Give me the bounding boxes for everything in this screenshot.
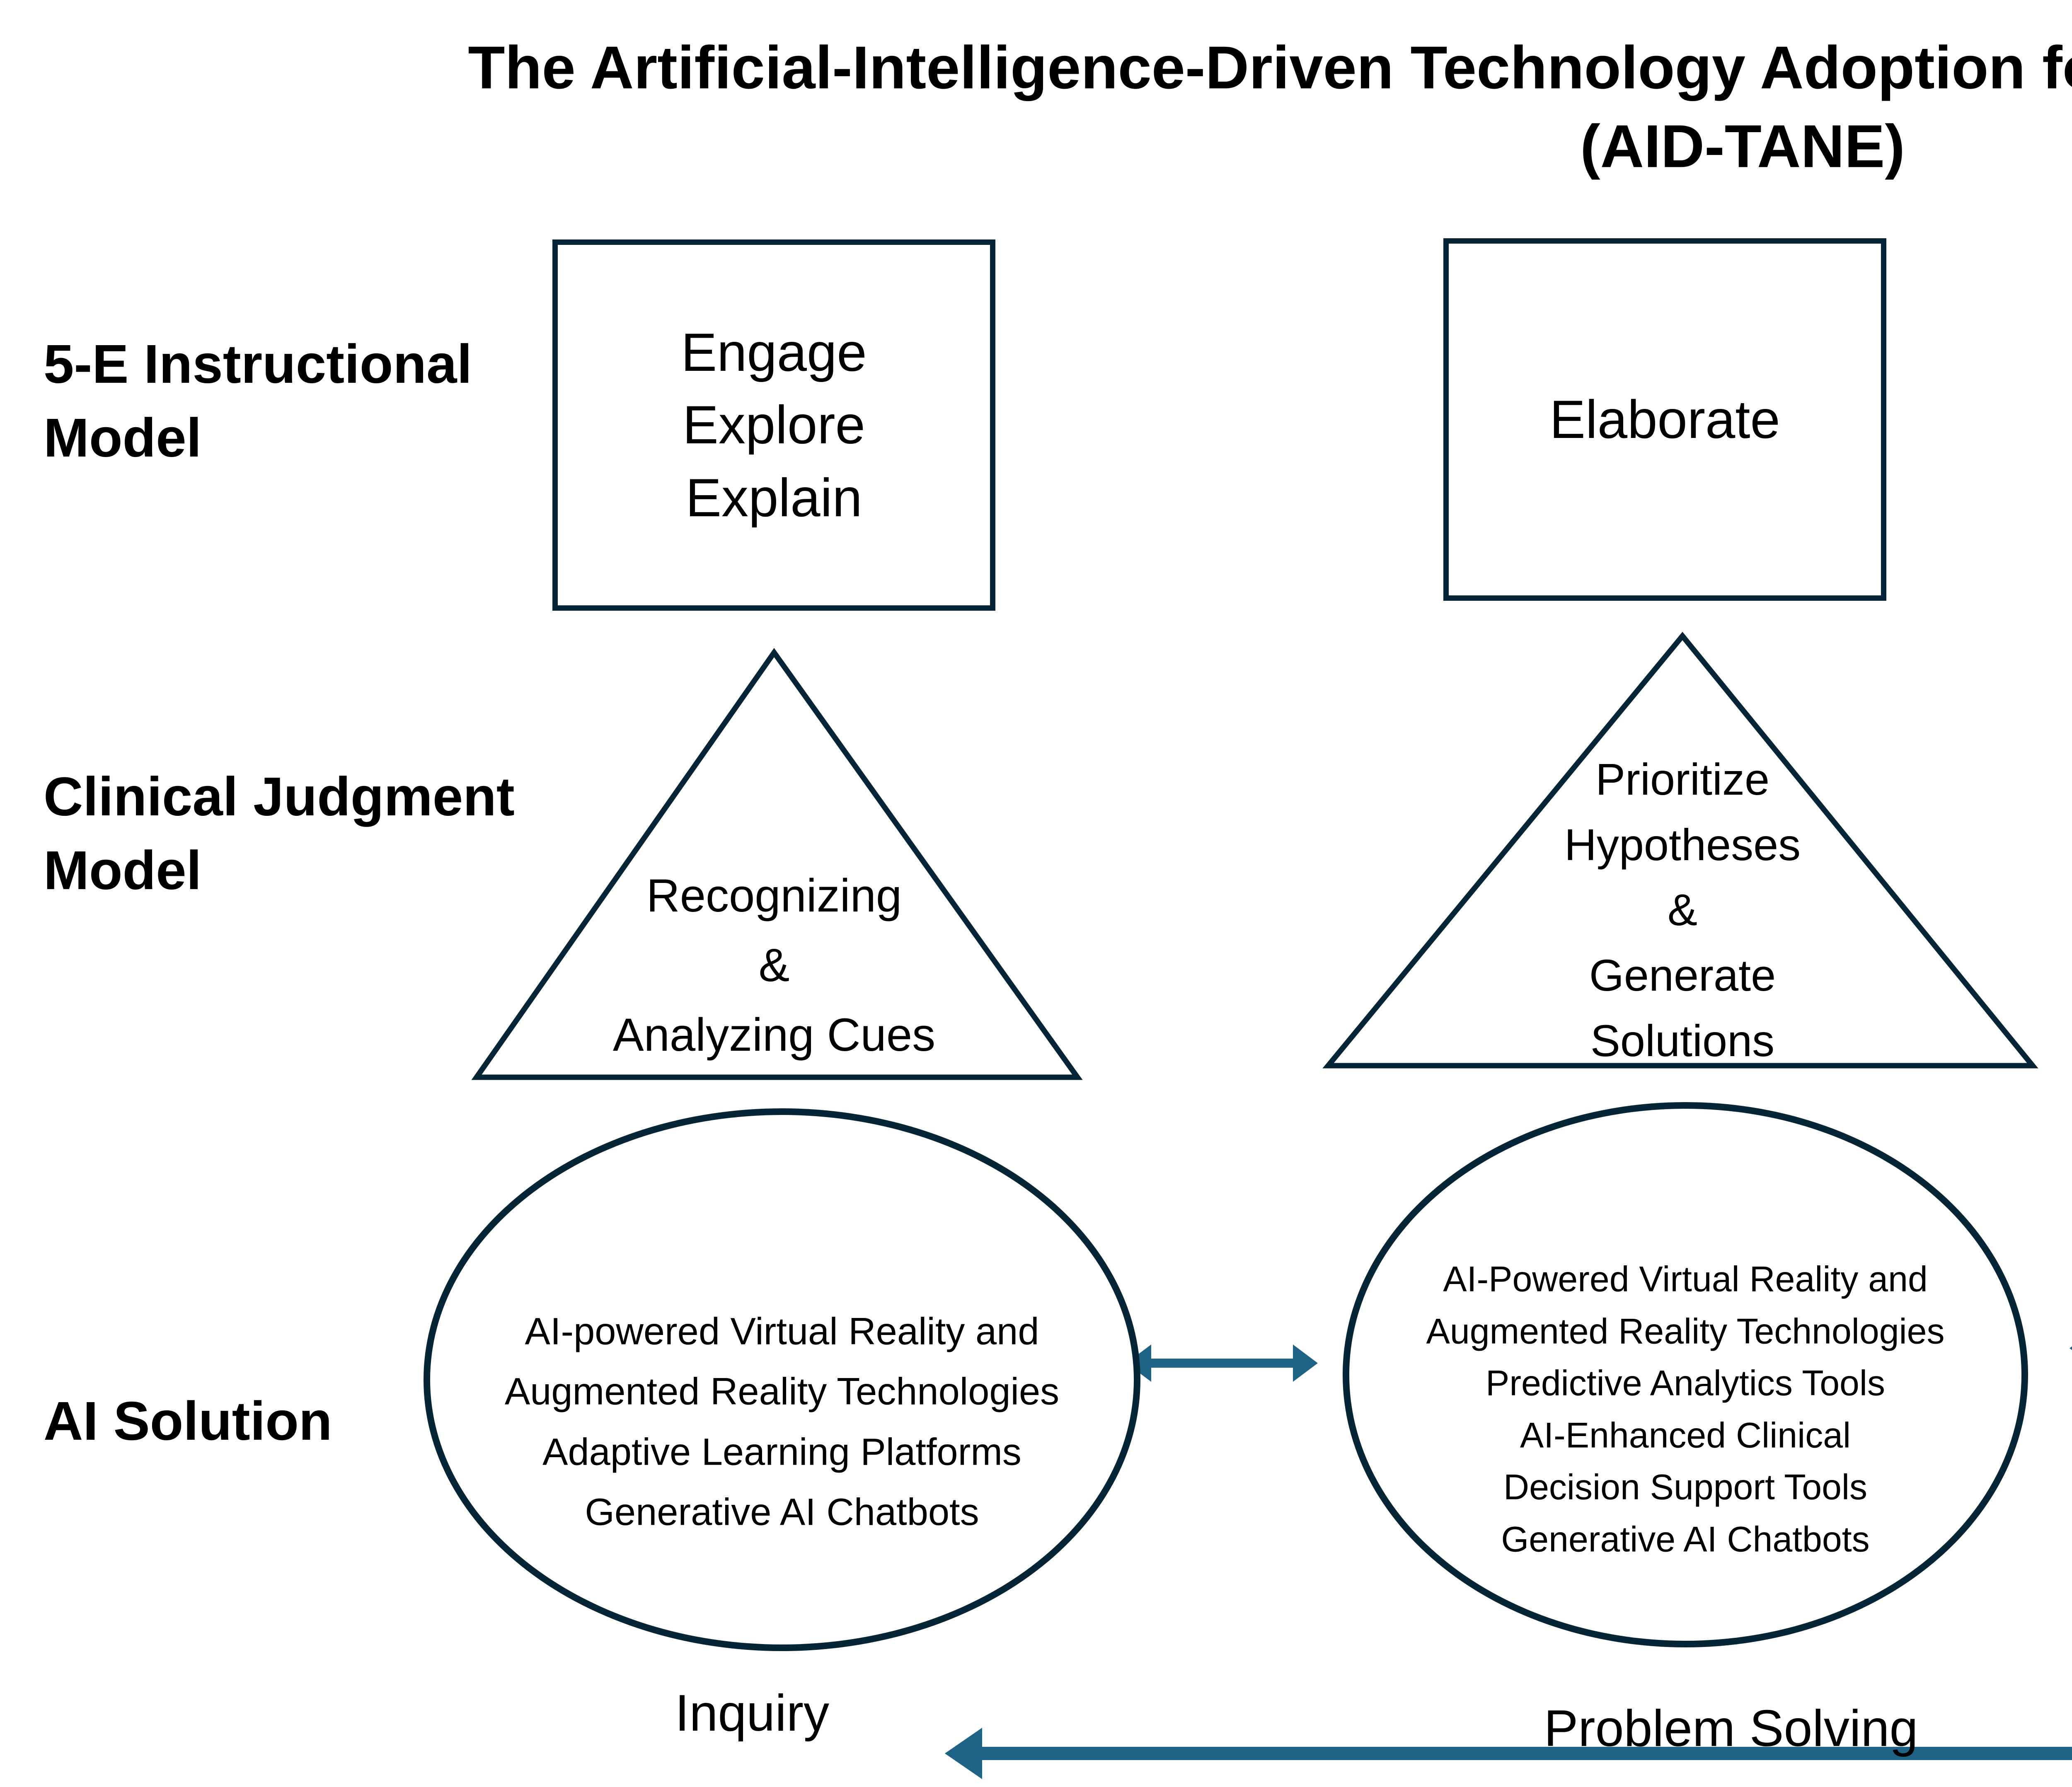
- arrowhead-left-icon: [945, 1728, 982, 1779]
- row-label-5e-instructional-model: 5-E Instructional Model: [44, 333, 472, 468]
- clinical-judgment-triangle-problem-solving: [1322, 631, 2038, 1069]
- row-label-ai-solution: AI Solution: [44, 1390, 332, 1451]
- stage-box-text: Engage Explore Explain: [681, 322, 867, 528]
- arrowhead-left-icon: [2070, 1346, 2072, 1350]
- triangle-text-prioritize-generate-solutions: Prioritize Hypotheses & Generate Solutio…: [1564, 754, 1801, 1066]
- double-arrow-ellipse-1-2: [1126, 1344, 1318, 1382]
- phase-label-inquiry: Inquiry: [675, 1685, 830, 1742]
- row-label-clinical-judgment-model: Clinical Judgment Model: [44, 766, 515, 901]
- page-title: The Artificial-Intelligence-Driven Techn…: [468, 34, 2072, 180]
- clinical-judgment-triangle-inquiry: [471, 648, 1083, 1080]
- stage-box-engage-explore-explain: Engage Explore Explain: [552, 239, 995, 611]
- ellipse-text-problem-solving-ai-solutions: AI-Powered Virtual Reality and Augmented…: [1426, 1259, 1945, 1560]
- arrowhead-right-icon: [1293, 1344, 1318, 1382]
- phase-label-problem-solving: Problem Solving: [1544, 1700, 1918, 1757]
- bottom-span-double-arrow: [945, 1728, 2072, 1779]
- double-arrow-ellipse-2-3: [2070, 1346, 2072, 1350]
- stage-box-elaborate: Elaborate: [1443, 238, 1886, 601]
- ellipse-text-inquiry-ai-solutions: AI-powered Virtual Reality and Augmented…: [504, 1310, 1060, 1533]
- stage-box-text: Elaborate: [1549, 389, 1780, 450]
- triangle-text-recognizing-analyzing-cues: Recognizing & Analyzing Cues: [612, 870, 936, 1061]
